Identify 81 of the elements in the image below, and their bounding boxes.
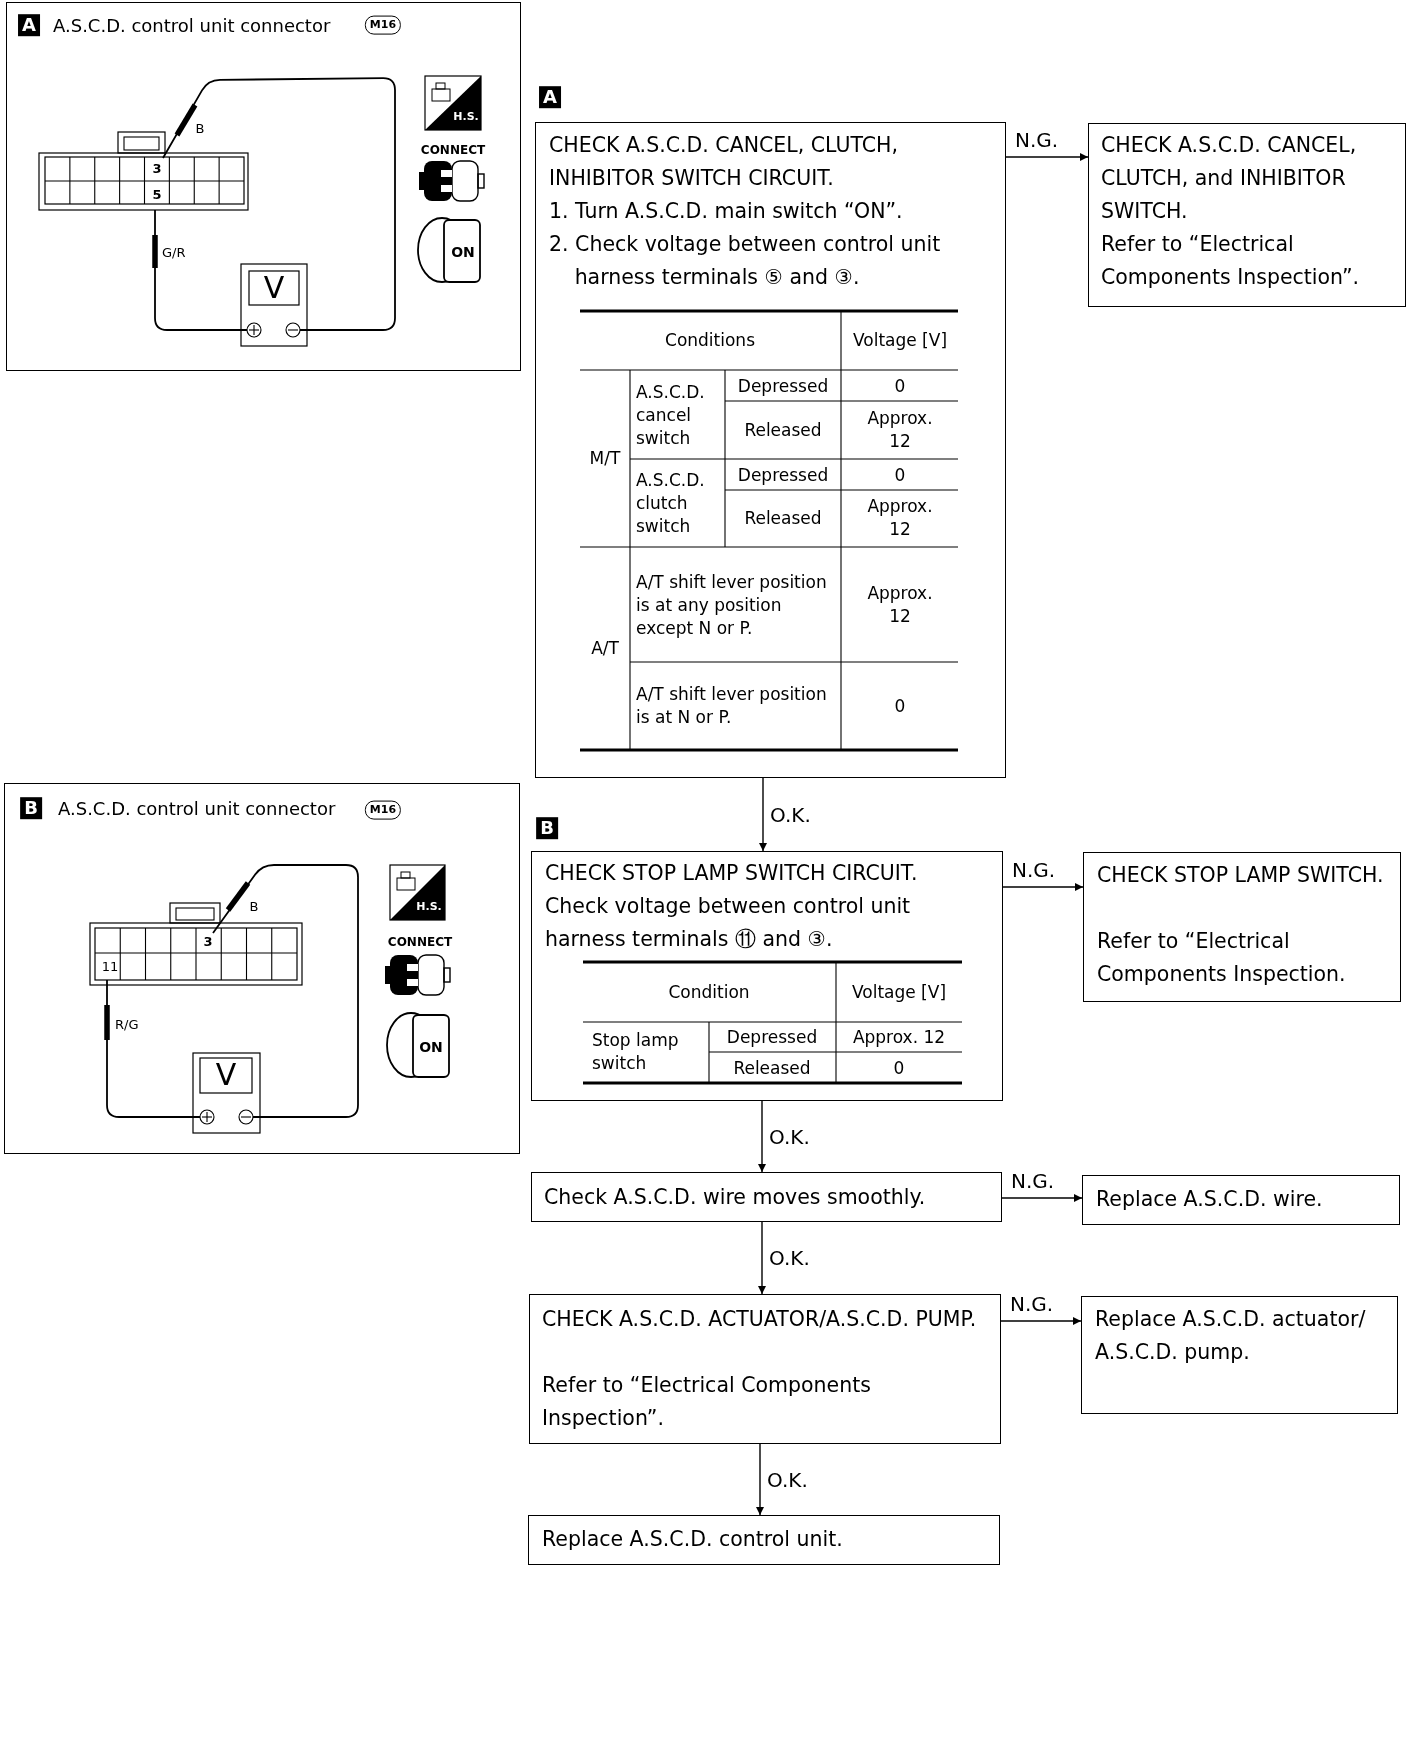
box-text: Check voltage between control unit harness terminals ⑪ and ③.: [545, 893, 912, 953]
arrow: [1005, 153, 1089, 161]
table-cell: Released: [744, 506, 822, 530]
table-cell-text: A/T shift lever position is at any position except N or P.: [636, 570, 828, 640]
box-text: Refer to “Electrical Components Inspection”.: [1101, 231, 1361, 291]
process-box: [529, 1294, 1001, 1444]
table-cell-text: Voltage [V]: [850, 980, 948, 1004]
process-box: [1082, 1175, 1400, 1225]
box-text: CHECK A.S.C.D. ACTUATOR/A.S.C.D. PUMP.: [542, 1306, 978, 1333]
process-box: [531, 851, 1003, 1101]
table-cell-text: Approx. 12: [866, 407, 934, 453]
icon-label: CONNECT: [420, 141, 486, 159]
table-cell: Condition: [668, 980, 750, 1004]
process-box: [528, 1515, 1000, 1565]
icon-label: ON: [419, 1037, 443, 1057]
table-cell: Depressed: [737, 374, 829, 398]
process-box: [531, 1172, 1002, 1222]
table-cell-text: Approx. 12: [851, 1025, 947, 1049]
panel-heading: A.S.C.D. control unit connector: [53, 15, 331, 37]
panel-frame: [4, 783, 520, 1154]
table-cell: Depressed: [737, 463, 829, 487]
box-text: CHECK STOP LAMP SWITCH.: [1097, 862, 1385, 889]
arrow: [759, 777, 767, 852]
table-cell: Released: [744, 418, 822, 442]
icon-label: H.S.: [416, 899, 442, 915]
letter-badge: A: [18, 14, 40, 36]
terminal-number: 11: [101, 958, 119, 976]
arrow: [1000, 1317, 1082, 1325]
box-text: Replace A.S.C.D. control unit.: [542, 1526, 844, 1553]
process-box: [535, 122, 1006, 778]
box-text: Replace A.S.C.D. actuator/ A.S.C.D. pump.: [1095, 1306, 1367, 1366]
table-cell-text: A.S.C.D. clutch switch: [636, 468, 706, 538]
terminal-number: 5: [152, 186, 162, 204]
table-cell-text: A/T shift lever position is at N or P.: [636, 683, 828, 729]
meter-symbol: V: [263, 268, 285, 307]
box-text: Refer to “Electrical Components Inspection.: [1097, 928, 1347, 988]
table-cell-text: Approx. 12: [866, 582, 934, 628]
letter-badge: A: [539, 86, 561, 108]
terminal-number: 3: [152, 160, 162, 178]
box-text: CHECK STOP LAMP SWITCH CIRCUIT.: [545, 860, 919, 887]
process-box: [1081, 1296, 1398, 1414]
letter-badge: B: [20, 797, 42, 819]
icon-label: CONNECT: [387, 933, 453, 951]
wire-label: B: [249, 898, 259, 916]
wire-label: G/R: [162, 244, 186, 262]
wire-label: R/G: [115, 1016, 139, 1034]
arrow: [1001, 1194, 1083, 1202]
table-cell: 0: [893, 1056, 905, 1080]
table-cell: Released: [733, 1056, 811, 1080]
panel-frame: [6, 2, 521, 371]
box-text: Refer to “Electrical Components Inspection”.: [542, 1372, 872, 1432]
arrow: [756, 1443, 764, 1516]
table-cell-text: Stop lamp switch: [592, 1029, 680, 1075]
letter-badge: B: [536, 817, 558, 839]
box-text: 1. Turn A.S.C.D. main switch “ON”.: [549, 198, 904, 225]
box-text: 2. Check voltage between control unit harness terminals ⑤ and ③.: [549, 231, 942, 291]
arrow: [758, 1221, 766, 1295]
table-cell: 0: [894, 694, 906, 718]
box-text: CHECK A.S.C.D. CANCEL, CLUTCH, INHIBITOR SWITCH CIRCUIT.: [549, 132, 899, 192]
table-cell: Depressed: [726, 1025, 818, 1049]
table-cell: Conditions: [665, 328, 755, 352]
arrow: [758, 1100, 766, 1173]
meter-symbol: V: [215, 1055, 237, 1094]
terminal-number: 3: [203, 933, 213, 951]
process-box: [1083, 852, 1401, 1002]
process-box: [1088, 123, 1406, 307]
table-cell: M/T: [589, 446, 621, 470]
arrow: [1002, 883, 1084, 891]
box-text: CHECK A.S.C.D. CANCEL, CLUTCH, and INHIBITOR SWITCH.: [1101, 132, 1358, 225]
wire-label: B: [195, 120, 205, 138]
box-text: Check A.S.C.D. wire moves smoothly.: [544, 1184, 927, 1211]
table-cell: 0: [894, 463, 906, 487]
panel-heading: A.S.C.D. control unit connector: [58, 798, 336, 820]
icon-label: ON: [451, 242, 475, 262]
icon-label: H.S.: [453, 109, 479, 125]
table-cell-text: Voltage [V]: [851, 328, 949, 352]
table-cell-text: A.S.C.D. cancel switch: [636, 380, 706, 450]
table-cell: 0: [894, 374, 906, 398]
table-cell-text: Approx. 12: [866, 495, 934, 541]
table-cell: A/T: [591, 636, 619, 660]
box-text: Replace A.S.C.D. wire.: [1096, 1186, 1324, 1213]
